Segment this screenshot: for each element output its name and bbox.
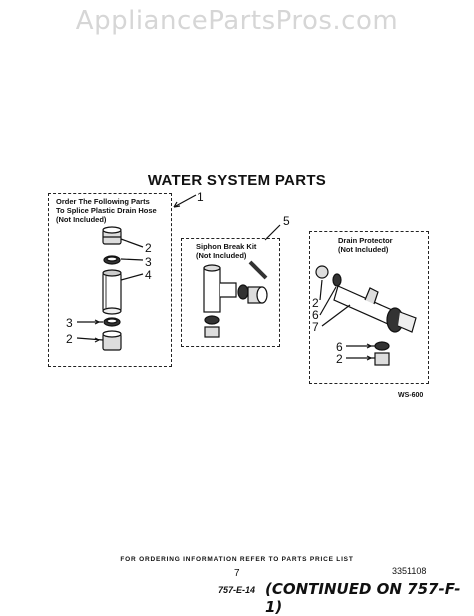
callout-3-bottom: 3 — [66, 316, 73, 330]
hose-clamp-bottom — [103, 317, 121, 327]
diagram-title: WATER SYSTEM PARTS — [147, 172, 327, 189]
splice-parts-box — [48, 193, 172, 367]
callout-1: 1 — [197, 190, 204, 204]
drain-outlet-parts — [374, 341, 390, 366]
callout-6-right: 6 — [312, 308, 319, 322]
drain-protector-label: Drain Protector (Not Included) — [338, 236, 393, 254]
drain-protector-body — [333, 285, 417, 333]
document-number: 3351108 — [392, 566, 427, 576]
callout-6-bottom: 6 — [336, 340, 343, 354]
siphon-coupling-pair — [237, 284, 268, 304]
siphon-break-label: Siphon Break Kit (Not Included) — [196, 242, 257, 260]
hose-clamp-top — [103, 255, 121, 265]
splice-parts-label: Order The Following Parts To Splice Plas… — [56, 197, 157, 224]
watermark: AppliancePartsPros.com — [75, 6, 399, 36]
callout-3-top: 3 — [145, 255, 152, 269]
drain-protector-box — [309, 231, 429, 384]
siphon-tee — [203, 264, 237, 313]
siphon-hose — [248, 260, 268, 280]
callout-2-top: 2 — [145, 241, 152, 255]
hose-connector-tube — [102, 269, 122, 315]
figure-code: WS-600 — [398, 392, 424, 399]
page-number: 7 — [234, 568, 240, 579]
continued-note: (CONTINUED ON 757-F-1) — [265, 580, 461, 616]
siphon-break-box — [181, 238, 280, 347]
hose-coupling-top — [102, 226, 122, 245]
callout-4: 4 — [145, 268, 152, 282]
callout-2-right: 2 — [312, 296, 319, 310]
callout-2-bottom: 2 — [66, 332, 73, 346]
parts-diagram — [76, 194, 417, 366]
ordering-note: FOR ORDERING INFORMATION REFER TO PARTS … — [120, 556, 354, 563]
drain-inlet-parts — [315, 265, 342, 287]
callout-5: 5 — [283, 214, 290, 228]
handwritten-code: 757-E-14 — [218, 585, 256, 595]
callout-7: 7 — [312, 320, 319, 334]
hose-coupling-bottom — [102, 330, 122, 351]
callout-2-bottom-right: 2 — [336, 352, 343, 366]
leader-1 — [173, 194, 197, 208]
siphon-clamp — [204, 315, 220, 338]
